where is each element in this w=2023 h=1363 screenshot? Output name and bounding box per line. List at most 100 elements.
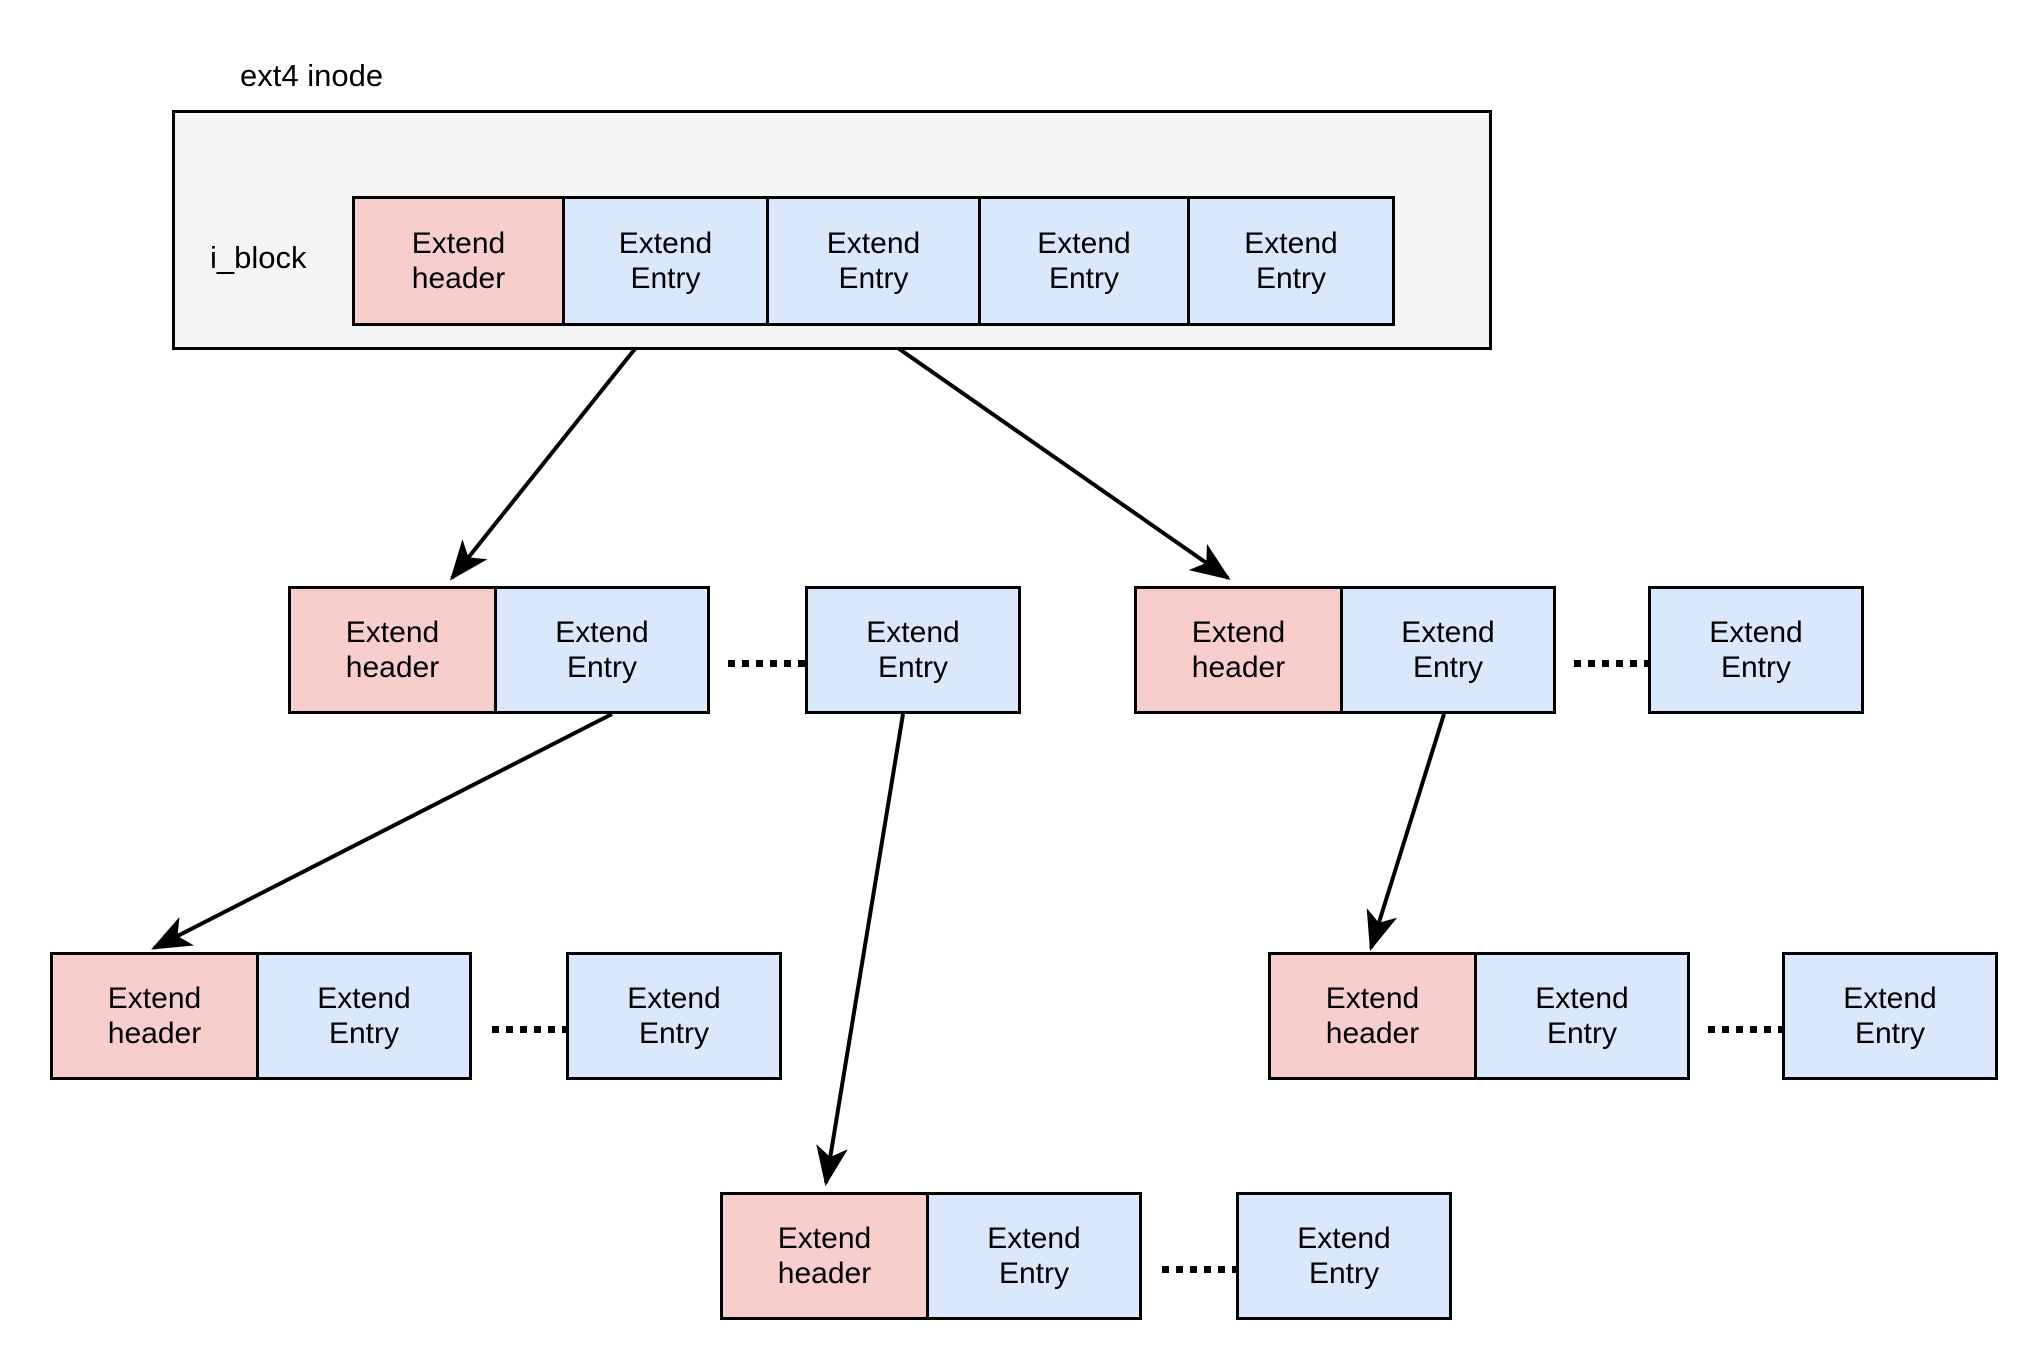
- level2-left-tail-extend-entry[interactable]: Extend Entry: [805, 586, 1021, 714]
- ellipsis-dot: [492, 1026, 499, 1033]
- cell-line-1: Extend: [1325, 981, 1420, 1015]
- cell-line-1: Extend: [1191, 615, 1286, 649]
- level2-right-tail-node: Extend Entry: [1648, 586, 1864, 714]
- connector-inode-entry2-to-level2-right: [870, 328, 1231, 580]
- cell-line-2: header: [411, 262, 506, 295]
- level4-extend-header[interactable]: Extend header: [720, 1192, 929, 1320]
- cell-line-1: Extend: [555, 615, 649, 649]
- cell-line-1: Extend: [1401, 615, 1495, 649]
- ellipsis-dot: [1204, 1266, 1211, 1273]
- inode-extend-entry-2[interactable]: Extend Entry: [766, 196, 981, 326]
- level3-left-tail-extend-entry[interactable]: Extend Entry: [566, 952, 782, 1080]
- cell-line-2: Entry: [1255, 262, 1327, 295]
- level2-left-ellipsis: [728, 660, 805, 667]
- cell-line-2: header: [777, 1257, 872, 1290]
- i-block-label: i_block: [210, 240, 307, 275]
- cell-line-1: Extend: [1037, 226, 1131, 260]
- cell-line-2: Entry: [638, 1017, 710, 1050]
- level3-left-extend-entry[interactable]: Extend Entry: [256, 952, 472, 1080]
- level3-right-extend-header[interactable]: Extend header: [1268, 952, 1477, 1080]
- level2-right-extend-entry[interactable]: Extend Entry: [1340, 586, 1556, 714]
- cell-line-1: Extend: [1843, 981, 1937, 1015]
- ellipsis-dot: [798, 660, 805, 667]
- cell-line-2: Entry: [1048, 262, 1120, 295]
- cell-line-2: header: [1191, 651, 1286, 684]
- level4-extend-entry[interactable]: Extend Entry: [926, 1192, 1142, 1320]
- ellipsis-dot: [1778, 1026, 1785, 1033]
- connector-inode-entry1-to-level2-left: [450, 328, 652, 581]
- level2-left-extend-header[interactable]: Extend header: [288, 586, 497, 714]
- ellipsis-dot: [520, 1026, 527, 1033]
- cell-line-2: Entry: [1308, 1257, 1380, 1290]
- inode-extend-entry-4[interactable]: Extend Entry: [1187, 196, 1395, 326]
- cell-line-2: Entry: [1412, 651, 1484, 684]
- level3-left-node: Extend header Extend Entry: [50, 952, 472, 1080]
- inode-extend-header[interactable]: Extend header: [352, 196, 565, 326]
- cell-line-1: Extend: [1297, 1221, 1391, 1255]
- inode-extend-entry-1[interactable]: Extend Entry: [562, 196, 769, 326]
- level2-right-ellipsis: [1574, 660, 1651, 667]
- cell-line-1: Extend: [411, 226, 506, 260]
- cell-line-2: Entry: [328, 1017, 400, 1050]
- cell-line-1: Extend: [345, 615, 440, 649]
- level4-tail-extend-entry[interactable]: Extend Entry: [1236, 1192, 1452, 1320]
- ellipsis-dot: [1722, 1026, 1729, 1033]
- cell-line-1: Extend: [826, 226, 921, 260]
- level3-left-extend-header[interactable]: Extend header: [50, 952, 259, 1080]
- cell-line-2: Entry: [998, 1257, 1070, 1290]
- level2-right-tail-extend-entry[interactable]: Extend Entry: [1648, 586, 1864, 714]
- connector-level2-left-to-level3-left: [151, 712, 613, 950]
- ellipsis-dot: [1588, 660, 1595, 667]
- level3-right-tail-node: Extend Entry: [1782, 952, 1998, 1080]
- ellipsis-dot: [1190, 1266, 1197, 1273]
- level3-left-ellipsis: [492, 1026, 569, 1033]
- level2-left-tail-node: Extend Entry: [805, 586, 1021, 714]
- ellipsis-dot: [1736, 1026, 1743, 1033]
- level4-ellipsis: [1162, 1266, 1239, 1273]
- ellipsis-dot: [534, 1026, 541, 1033]
- ellipsis-dot: [756, 660, 763, 667]
- level2-left-node: Extend header Extend Entry: [288, 586, 710, 714]
- cell-line-2: Entry: [1546, 1017, 1618, 1050]
- cell-line-1: Extend: [627, 981, 721, 1015]
- level3-right-extend-entry[interactable]: Extend Entry: [1474, 952, 1690, 1080]
- level3-right-ellipsis: [1708, 1026, 1785, 1033]
- cell-line-2: header: [1325, 1017, 1420, 1050]
- ellipsis-dot: [562, 1026, 569, 1033]
- ellipsis-dot: [770, 660, 777, 667]
- ellipsis-dot: [1574, 660, 1581, 667]
- cell-line-2: header: [107, 1017, 202, 1050]
- page-title: ext4 inode: [240, 58, 384, 93]
- cell-line-2: Entry: [630, 262, 701, 295]
- cell-line-1: Extend: [1709, 615, 1803, 649]
- inode-extend-entry-3[interactable]: Extend Entry: [978, 196, 1190, 326]
- level2-left-extend-entry[interactable]: Extend Entry: [494, 586, 710, 714]
- ellipsis-dot: [1630, 660, 1637, 667]
- ellipsis-dot: [1644, 660, 1651, 667]
- ellipsis-dot: [742, 660, 749, 667]
- cell-line-1: Extend: [777, 1221, 872, 1255]
- cell-line-1: Extend: [1244, 226, 1338, 260]
- cell-line-1: Extend: [987, 1221, 1081, 1255]
- ellipsis-dot: [1176, 1266, 1183, 1273]
- level3-right-tail-extend-entry[interactable]: Extend Entry: [1782, 952, 1998, 1080]
- ellipsis-dot: [1750, 1026, 1757, 1033]
- ellipsis-dot: [1232, 1266, 1239, 1273]
- ellipsis-dot: [1616, 660, 1623, 667]
- ellipsis-dot: [784, 660, 791, 667]
- level3-left-tail-node: Extend Entry: [566, 952, 782, 1080]
- cell-line-1: Extend: [866, 615, 960, 649]
- ellipsis-dot: [506, 1026, 513, 1033]
- level4-tail-node: Extend Entry: [1236, 1192, 1452, 1320]
- ellipsis-dot: [1708, 1026, 1715, 1033]
- cell-line-2: Entry: [1854, 1017, 1926, 1050]
- ellipsis-dot: [728, 660, 735, 667]
- ellipsis-dot: [1602, 660, 1609, 667]
- cell-line-2: Entry: [838, 262, 909, 295]
- cell-line-1: Extend: [107, 981, 202, 1015]
- level2-right-extend-header[interactable]: Extend header: [1134, 586, 1343, 714]
- cell-line-2: Entry: [566, 651, 638, 684]
- cell-line-2: Entry: [1720, 651, 1792, 684]
- ellipsis-dot: [1218, 1266, 1225, 1273]
